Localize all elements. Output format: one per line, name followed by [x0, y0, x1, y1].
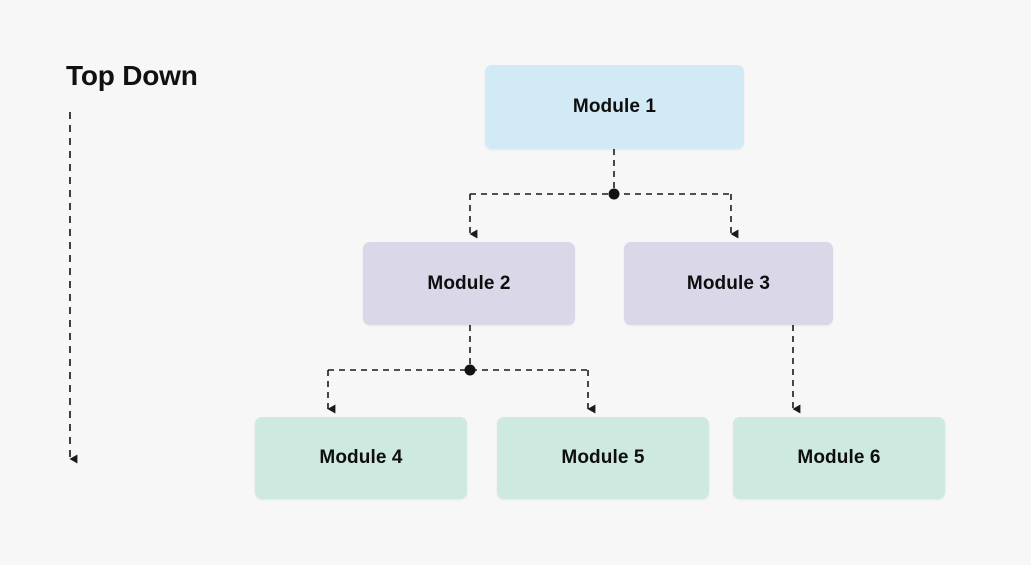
node-label: Module 5	[561, 447, 645, 468]
node-module-5[interactable]: Module 5	[497, 417, 709, 499]
node-module-3[interactable]: Module 3	[624, 242, 833, 325]
node-label: Module 3	[686, 272, 771, 294]
node-module-2[interactable]: Module 2	[363, 242, 575, 325]
node-module-4[interactable]: Module 4	[255, 417, 467, 499]
node-label: Module 6	[797, 447, 881, 468]
node-module-6[interactable]: Module 6	[733, 417, 945, 499]
node-label: Module 1	[572, 96, 657, 117]
diagram-title: Top Down	[66, 60, 198, 91]
node-label: Module 2	[427, 272, 511, 294]
junction-dot-module1	[608, 188, 620, 200]
junction-dot-module2	[464, 364, 476, 376]
node-module-1[interactable]: Module 1	[485, 65, 744, 149]
node-label: Module 4	[319, 447, 403, 468]
